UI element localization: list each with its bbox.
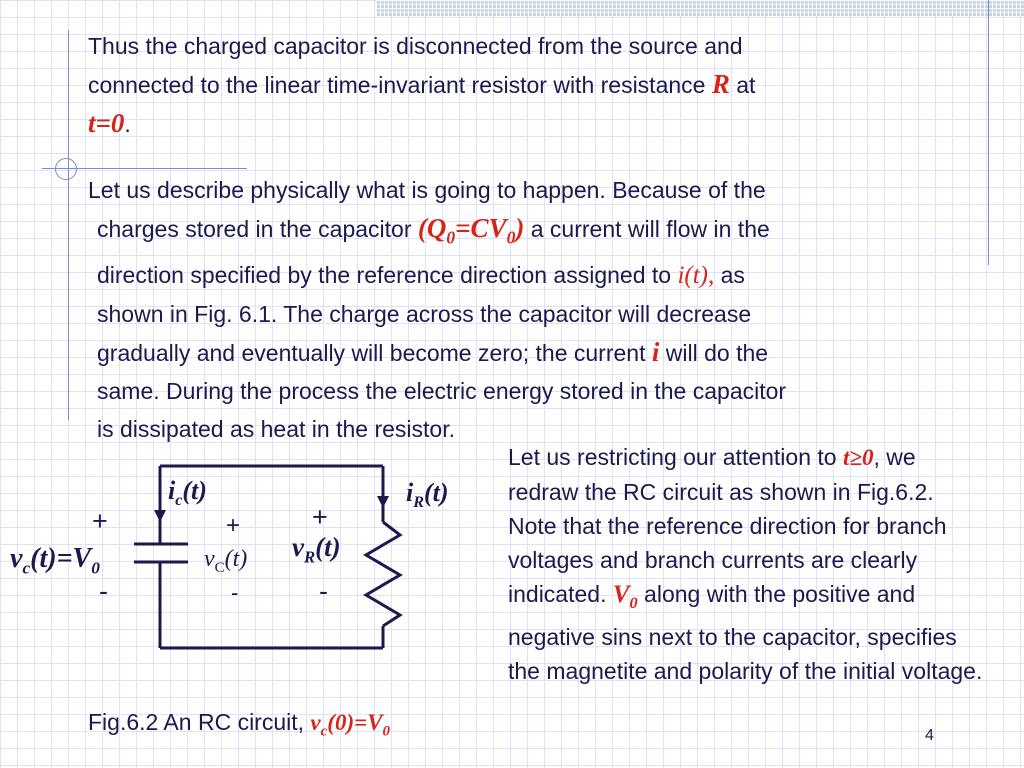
- para2-line2a: charges stored in the capacitor: [97, 216, 418, 242]
- left-decor-rule: [68, 30, 69, 420]
- paragraph-restricting-attention: Let us restricting our attention to t≥0,…: [508, 440, 988, 688]
- para1-line2: connected to the linear time-invariant r…: [88, 72, 712, 98]
- label-ic-t: ic(t): [168, 476, 207, 510]
- ir-arrow-head: [377, 496, 389, 508]
- math-resistance-R: R: [711, 69, 730, 99]
- bullet-decor-rule: [42, 168, 247, 169]
- caption-text: Fig.6.2 An RC circuit,: [88, 709, 311, 735]
- label-cap-plus-left: +: [92, 506, 108, 536]
- para1-line1: Thus the charged capacitor is disconnect…: [88, 33, 743, 59]
- ic-arrow-head: [154, 510, 166, 522]
- para2-line1: Let us describe physically what is going…: [88, 177, 766, 203]
- label-vc-t: vC(t): [204, 546, 248, 576]
- para3-text-b: , we redraw the RC circuit as shown in F…: [508, 444, 947, 607]
- math-t-equals-0: t=0: [88, 108, 125, 138]
- label-res-minus: -: [319, 576, 328, 606]
- bullet-decor-circle: [55, 158, 77, 180]
- math-i: i: [651, 337, 660, 368]
- math-i-of-t: i(t),: [677, 262, 715, 290]
- math-q0-cv0: (Q0=CV0): [417, 213, 525, 248]
- math-vc0-v0: vc(0)=V0: [310, 710, 391, 740]
- para2-line4: shown in Fig. 6.1. The charge across the…: [97, 301, 752, 328]
- rc-circuit-diagram: ic(t) iR(t) + + + vc(t)=V0 vC(t) vR(t) -…: [0, 440, 500, 710]
- para1-period: .: [124, 111, 131, 137]
- paragraph-physical-description: Let us describe physically what is going…: [88, 171, 968, 448]
- para1-at: at: [729, 72, 756, 98]
- rc-circuit-svg: [134, 464, 403, 650]
- resistor-zigzag: [363, 520, 403, 628]
- label-cap-plus-mid: +: [226, 512, 241, 539]
- para2-line6: same. During the process the electric en…: [97, 378, 787, 405]
- para2-line3b: as: [714, 262, 745, 289]
- label-cap-minus-left: -: [99, 576, 108, 606]
- math-t-ge-0: t≥0: [842, 445, 874, 470]
- top-decor-band: [376, 0, 1024, 16]
- label-iR-t: iR(t): [406, 478, 449, 512]
- math-V0: V0: [612, 581, 638, 612]
- paragraph-disconnect: Thus the charged capacitor is disconnect…: [88, 27, 968, 143]
- label-vR-t: vR(t): [292, 532, 341, 567]
- label-res-plus: +: [312, 502, 328, 532]
- slide-number: 4: [925, 727, 934, 744]
- label-vc-equals-v0: vc(t)=V0: [10, 543, 100, 578]
- right-decor-rule: [988, 0, 989, 265]
- para2-line3a: direction specified by the reference dir…: [97, 262, 678, 289]
- para2-line2b: a current will flow in the: [524, 216, 770, 242]
- label-cap-minus-mid: -: [231, 580, 239, 605]
- para3-text-a: Let us restricting our attention to: [508, 444, 843, 470]
- para3-text-c: along with the positive and negative sin…: [508, 581, 983, 684]
- para2-line7: is dissipated as heat in the resistor.: [97, 416, 455, 443]
- para2-line5a: gradually and eventually will become zer…: [97, 340, 652, 367]
- para2-line5b: will do the: [659, 340, 769, 367]
- figure-caption: Fig.6.2 An RC circuit, vc(0)=V0: [88, 705, 390, 749]
